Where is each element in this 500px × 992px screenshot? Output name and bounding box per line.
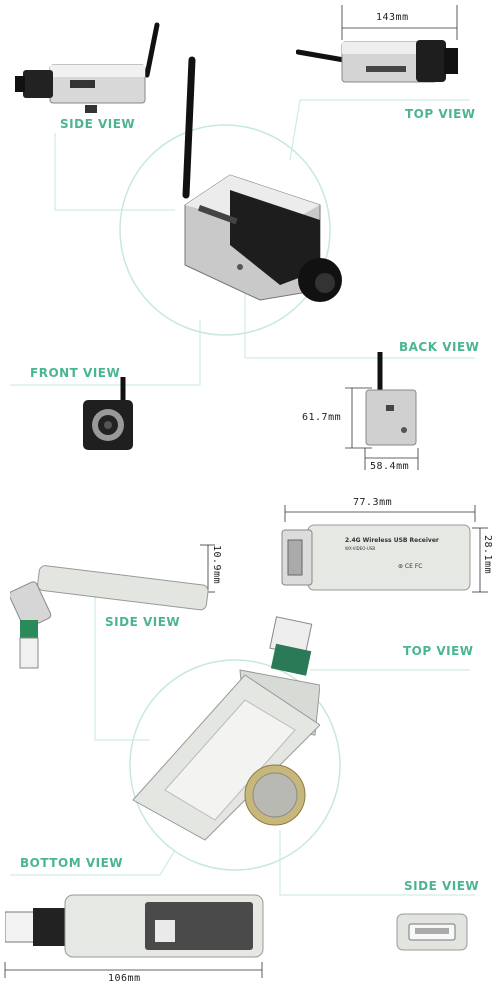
camera-front-view-image xyxy=(83,377,133,450)
camera-top-view-label: TOP VIEW xyxy=(405,107,476,121)
receiver-top-view-label: TOP VIEW xyxy=(403,644,474,658)
receiver-side-view-2-label: SIDE VIEW xyxy=(404,879,480,893)
camera-top-view-image xyxy=(296,40,458,83)
receiver-bottom-view-label: BOTTOM VIEW xyxy=(20,856,123,870)
camera-side-view-label: SIDE VIEW xyxy=(60,117,136,131)
camera-height-dimension: 61.7mm xyxy=(302,412,342,423)
camera-side-view-image xyxy=(15,22,160,113)
camera-front-view-label: FRONT VIEW xyxy=(30,366,121,380)
camera-back-view-image xyxy=(365,352,417,446)
camera-back-view-label: BACK VIEW xyxy=(399,340,480,354)
receiver-main-image xyxy=(132,616,320,841)
receiver-side-view-label: SIDE VIEW xyxy=(105,615,181,629)
receiver-product-title: 2.4G Wireless USB Receiver xyxy=(345,537,439,544)
receiver-bottom-view-image xyxy=(5,894,264,958)
receiver-product-model: WX-VIDEO-USB xyxy=(345,546,375,551)
camera-main-image xyxy=(182,56,342,302)
receiver-side-view-2-image xyxy=(396,913,468,951)
receiver-total-length-dimension: 106mm xyxy=(108,973,141,984)
camera-length-dimension: 143mm xyxy=(376,12,409,23)
camera-width-dimension: 58.4mm xyxy=(370,461,410,472)
receiver-length-dimension: 77.3mm xyxy=(353,497,393,508)
receiver-thickness-dimension: 10.9mm xyxy=(211,545,222,585)
svg-text:⊛ CE FC: ⊛ CE FC xyxy=(398,563,422,570)
receiver-height-dimension: 28.1mm xyxy=(482,535,493,575)
receiver-side-view-image xyxy=(10,565,209,669)
receiver-top-view-image: 2.4G Wireless USB Receiver WX-VIDEO-USB … xyxy=(281,524,471,591)
